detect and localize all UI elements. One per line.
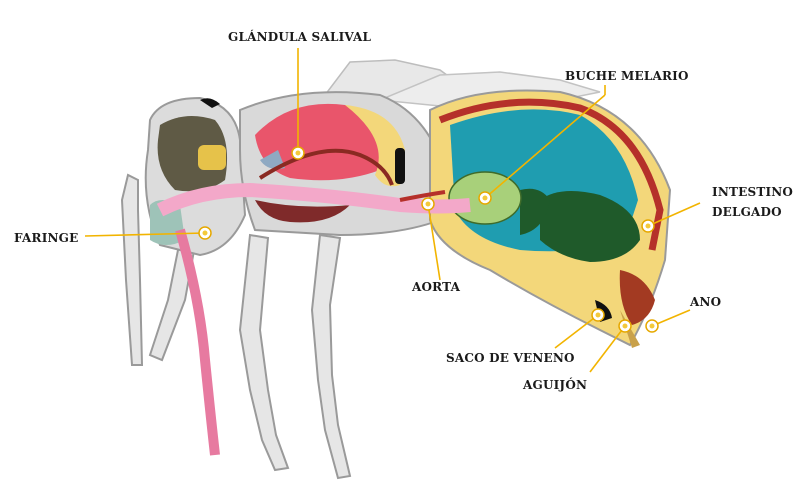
- marker-aorta: [421, 197, 435, 211]
- markers: [198, 146, 659, 333]
- marker-pharynx: [198, 226, 212, 240]
- thoracic-ganglion: [255, 200, 350, 223]
- legs: [120, 173, 352, 480]
- label-pharynx: FARINGE: [14, 231, 78, 245]
- label-anus: ANO: [689, 295, 721, 309]
- marker-sting: [618, 319, 632, 333]
- marker-salivary-gland: [291, 146, 305, 160]
- marker-venom-sac: [591, 308, 605, 322]
- label-honey-stomach: BUCHE MELARIO: [565, 69, 689, 83]
- brain: [157, 116, 228, 192]
- leader-lines: [84, 48, 701, 373]
- rectum: [619, 270, 655, 325]
- label-small-intestine-1: INTESTINO: [712, 185, 793, 199]
- label-salivary-gland: GLÁNDULA SALIVAL: [228, 29, 371, 44]
- aorta-line: [399, 190, 446, 202]
- label-small-intestine-2: DELGADO: [712, 205, 782, 219]
- head: [144, 96, 247, 257]
- marker-small-intestine: [641, 219, 655, 233]
- label-venom-sac: SACO DE VENENO: [446, 351, 575, 365]
- abdomen: [429, 89, 672, 348]
- marker-honey-stomach: [478, 191, 492, 205]
- small-intestine-mass: [540, 191, 640, 262]
- salivary-duct: [258, 148, 394, 186]
- label-sting: AGUIJÓN: [522, 376, 587, 392]
- thorax: [239, 91, 447, 237]
- marker-anus: [645, 319, 659, 333]
- label-aorta: AORTA: [411, 280, 461, 294]
- mandibular-gland: [198, 145, 226, 170]
- proboscis: [175, 228, 220, 456]
- flight-muscle: [255, 103, 381, 181]
- labels: GLÁNDULA SALIVAL BUCHE MELARIO INTESTINO…: [14, 29, 793, 392]
- dorsal-vessel: [438, 98, 664, 251]
